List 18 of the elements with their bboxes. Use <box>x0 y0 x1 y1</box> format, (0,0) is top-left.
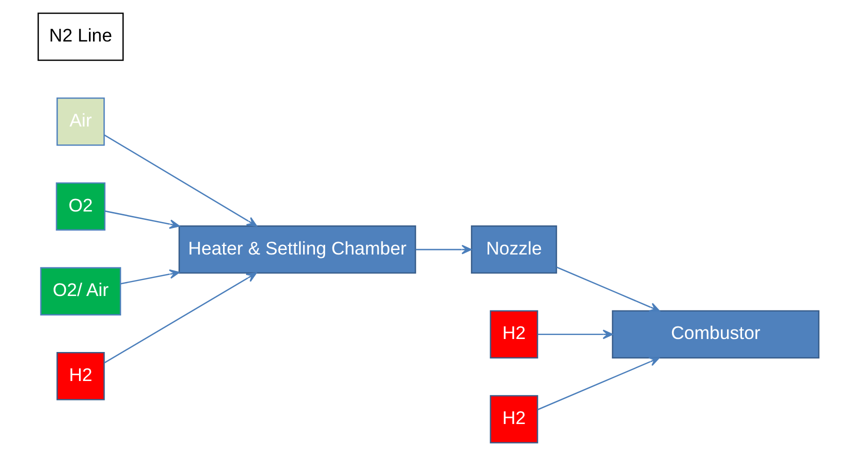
node-box: N2 Line <box>37 12 124 61</box>
node-box: H2 <box>56 352 104 400</box>
node-box: O2 <box>55 182 105 231</box>
node-box: Air <box>56 97 104 146</box>
node-box: Combustor <box>611 310 819 359</box>
node-box: Nozzle <box>470 225 557 274</box>
node-box: H2 <box>489 310 538 359</box>
node-box: O2/ Air <box>40 267 121 316</box>
arrow <box>537 357 660 410</box>
arrow <box>104 134 257 227</box>
arrow <box>104 210 180 229</box>
arrow <box>537 330 612 340</box>
arrow <box>120 269 180 284</box>
arrow <box>415 244 472 254</box>
arrow <box>104 272 256 364</box>
arrow <box>556 266 660 312</box>
node-box: H2 <box>489 395 538 444</box>
node-box: Heater & Settling Chamber <box>178 225 416 274</box>
